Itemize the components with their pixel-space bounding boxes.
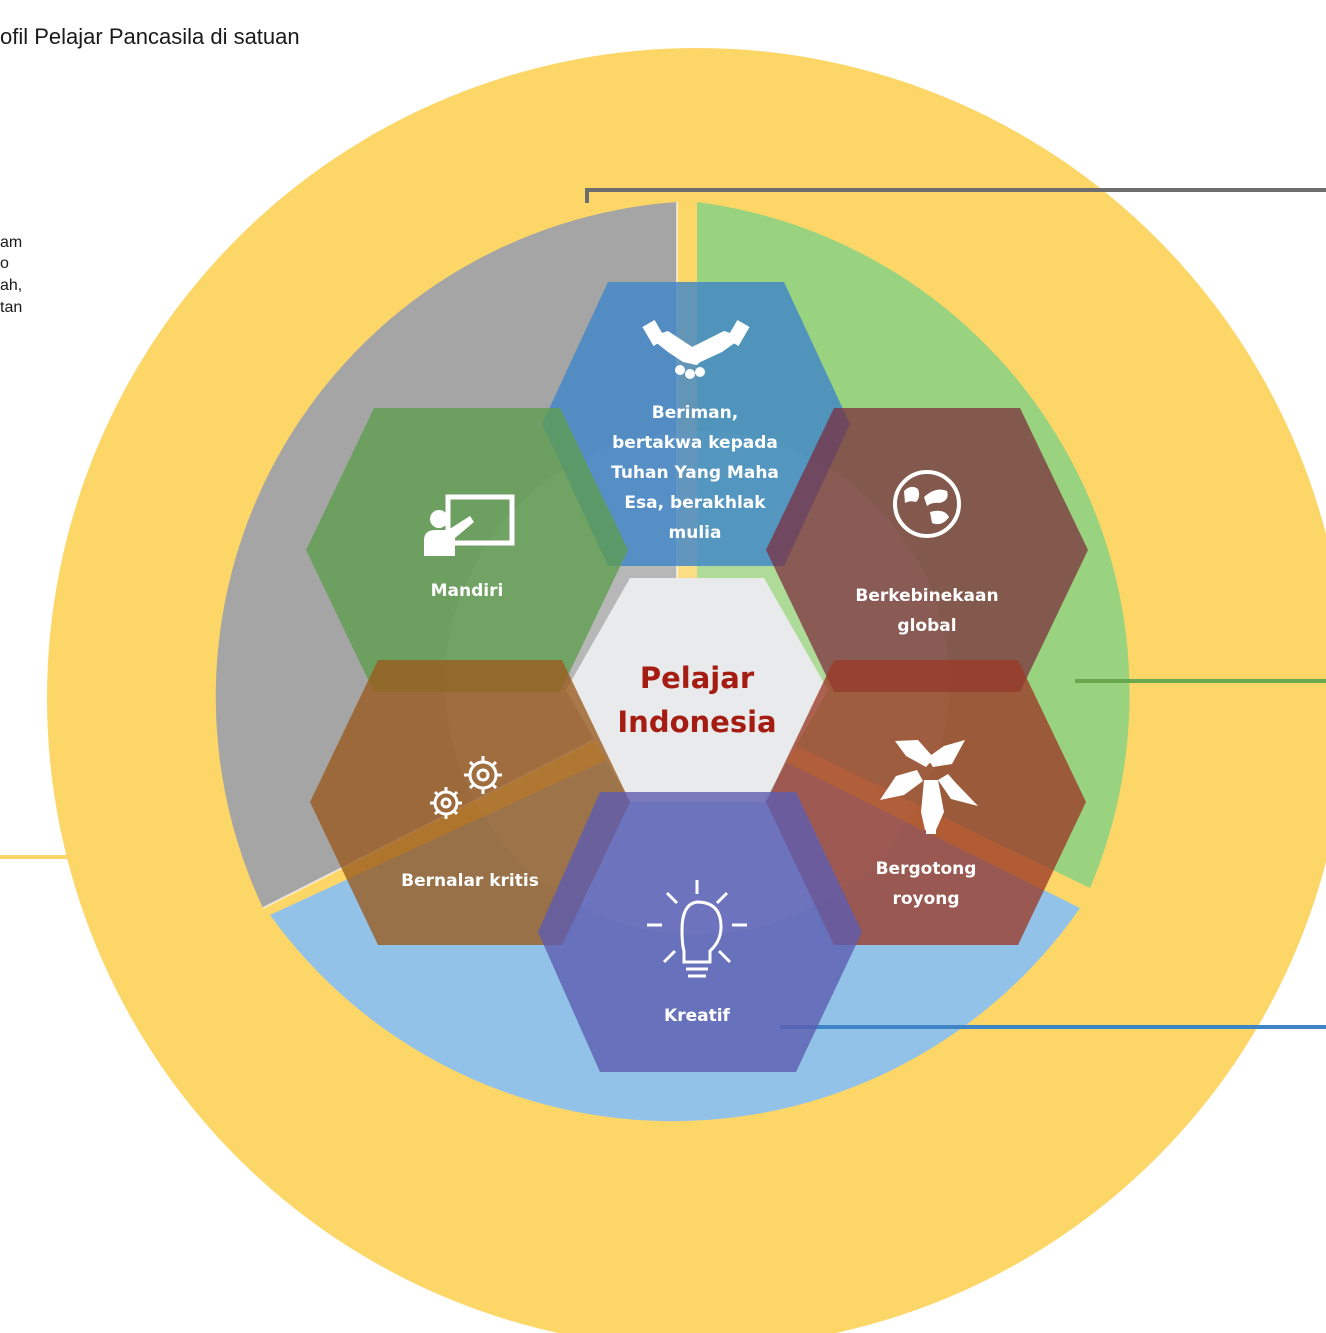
svg-text:Esa, berakhlak: Esa, berakhlak bbox=[624, 493, 766, 513]
label-bergotong-royong: Bergotong royong bbox=[876, 859, 977, 909]
teacher-board-icon bbox=[424, 494, 515, 556]
hexagon-beriman bbox=[542, 282, 850, 566]
label-berkebinekaan: Berkebinekaan global bbox=[855, 586, 998, 636]
lightbulb-icon bbox=[647, 880, 747, 978]
side-text-line-4: tan bbox=[0, 299, 23, 316]
svg-text:global: global bbox=[897, 616, 956, 636]
svg-text:Bergotong: Bergotong bbox=[876, 859, 977, 879]
center-label-line-2: Indonesia bbox=[617, 705, 776, 739]
center-label-line-1: Pelajar bbox=[640, 661, 755, 695]
hands-together-icon bbox=[880, 740, 978, 834]
label-mandiri: Mandiri bbox=[431, 581, 504, 601]
gears-icon bbox=[430, 756, 502, 819]
globe-icon bbox=[893, 470, 961, 538]
svg-text:Beriman,: Beriman, bbox=[652, 403, 738, 423]
label-beriman: Beriman, bertakwa kepada Tuhan Yang Maha… bbox=[611, 403, 779, 543]
hexagon-berkebinekaan bbox=[766, 408, 1088, 692]
svg-text:mulia: mulia bbox=[669, 523, 722, 543]
hexagon-kreatif bbox=[538, 792, 862, 1072]
side-text-line-1: am bbox=[0, 234, 23, 251]
partial-title: ofil Pelajar Pancasila di satuan bbox=[0, 24, 300, 49]
side-text-line-2: o bbox=[0, 255, 9, 272]
leader-line-gray bbox=[585, 188, 1326, 203]
hexagon-bernalar-kritis bbox=[310, 660, 630, 945]
center-hexagon bbox=[566, 578, 828, 802]
label-kreatif: Kreatif bbox=[664, 1006, 731, 1026]
svg-text:bertakwa kepada: bertakwa kepada bbox=[612, 433, 778, 453]
svg-text:royong: royong bbox=[892, 889, 959, 909]
hexagon-mandiri bbox=[306, 408, 628, 692]
label-bernalar-kritis: Bernalar kritis bbox=[401, 871, 539, 891]
svg-text:Berkebinekaan: Berkebinekaan bbox=[855, 586, 998, 606]
side-text-line-3: ah, bbox=[0, 277, 23, 294]
svg-text:Tuhan Yang Maha: Tuhan Yang Maha bbox=[611, 463, 779, 483]
handshake-icon bbox=[642, 319, 750, 379]
